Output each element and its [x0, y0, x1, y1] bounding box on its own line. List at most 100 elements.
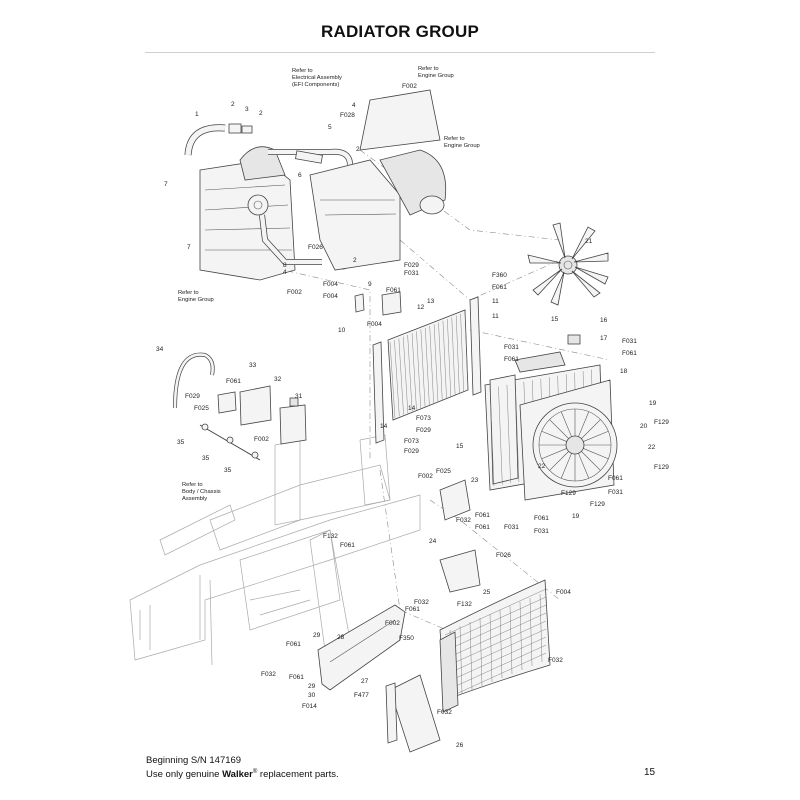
overflow-hose-34 — [173, 352, 261, 461]
callout-label: 22 — [538, 463, 546, 470]
callout-label: 24 — [429, 538, 437, 545]
callout-label: 33 — [249, 362, 257, 369]
cap-16 — [567, 334, 581, 345]
callout-label: F014 — [302, 703, 317, 710]
title-divider — [145, 52, 655, 53]
callout-label: 4 — [352, 102, 356, 109]
callout-label: F032 — [261, 671, 276, 678]
callout-label: F004 — [367, 321, 382, 328]
oil-cooler-core — [372, 296, 482, 444]
footer-notes: Beginning S/N 147169 Use only genuine Wa… — [146, 755, 339, 780]
note-engine-mid-l2: Engine Group — [444, 143, 480, 149]
callout-label: F061 — [289, 674, 304, 681]
reference-notes: Refer to Electrical Assembly (EFI Compon… — [178, 66, 480, 502]
hose-middle — [268, 148, 353, 166]
callout-label: F031 — [504, 344, 519, 351]
callout-label: F026 — [308, 244, 323, 251]
note-engine-mid-l1: Refer to — [444, 136, 465, 142]
callout-label: F002 — [402, 83, 417, 90]
callout-label: 19 — [572, 513, 580, 520]
note-body-l3: Assembly — [182, 496, 207, 502]
callout-label: 8 — [283, 262, 287, 269]
callout-label: F002 — [385, 620, 400, 627]
callout-label: F129 — [654, 419, 669, 426]
callout-label: F032 — [414, 599, 429, 606]
callout-label: 32 — [274, 376, 282, 383]
brand-name: Walker — [222, 768, 253, 780]
callout-label: F061 — [286, 641, 301, 648]
callout-label: 19 — [649, 400, 657, 407]
callout-label: F061 — [226, 378, 241, 385]
engine-shroud — [309, 89, 447, 271]
callout-label: F028 — [340, 112, 355, 119]
callout-label: 13 — [427, 298, 435, 305]
callout-label: F029 — [404, 448, 419, 455]
note-electrical-l2: Electrical Assembly — [292, 75, 342, 81]
tank-bracket-32 — [217, 385, 272, 426]
callout-label: 7 — [164, 181, 168, 188]
callout-label: F026 — [496, 552, 511, 559]
callout-label: F002 — [418, 473, 433, 480]
callout-label: F061 — [475, 524, 490, 531]
callout-label: F031 — [622, 338, 637, 345]
callout-label: 23 — [471, 477, 479, 484]
note-body-l2: Body / Chassis — [182, 489, 221, 495]
serial-note: Beginning S/N 147169 — [146, 755, 242, 766]
callout-label: 4 — [283, 269, 287, 276]
callout-label: F031 — [608, 489, 623, 496]
callout-label: F031 — [404, 270, 419, 277]
callout-label: 11 — [492, 298, 499, 305]
callout-label: F132 — [323, 533, 338, 540]
callout-label: 10 — [338, 327, 346, 334]
callout-label: 31 — [295, 393, 303, 400]
callout-label: F002 — [287, 289, 302, 296]
callout-label: 5 — [328, 124, 332, 131]
mounting-bracket-28 — [317, 604, 406, 691]
callout-label: F477 — [354, 692, 369, 699]
callout-label: F029 — [416, 427, 431, 434]
callout-label: 2 — [356, 146, 360, 153]
callout-label: 17 — [600, 335, 608, 342]
callout-label: F129 — [654, 464, 669, 471]
callout-label: 14 — [408, 405, 416, 412]
callout-label: F004 — [323, 281, 338, 288]
callout-label: F132 — [457, 601, 472, 608]
callout-label: F360 — [492, 272, 507, 279]
registered-mark: ® — [252, 768, 258, 775]
callout-label: F129 — [561, 490, 576, 497]
chassis-frame — [129, 434, 421, 666]
callout-label: 25 — [483, 589, 491, 596]
air-duct-24 — [439, 549, 481, 593]
callout-label: 20 — [640, 423, 648, 430]
electric-fan-20 — [519, 379, 618, 501]
callout-label: F032 — [437, 709, 452, 716]
callout-label: 14 — [380, 423, 388, 430]
note-electrical-l1: Refer to — [292, 68, 313, 74]
callout-label: F061 — [475, 512, 490, 519]
page-number: 15 — [644, 767, 656, 778]
callout-label: 35 — [177, 439, 185, 446]
note-suffix: replacement parts. — [257, 768, 339, 780]
air-duct-23 — [439, 479, 471, 521]
callout-label: 11 — [492, 313, 499, 320]
callout-label: 1 — [195, 111, 199, 118]
callout-label: 28 — [337, 634, 345, 641]
callout-label: F061 — [386, 287, 401, 294]
callout-label: 35 — [224, 467, 232, 474]
note-electrical-l3: (EFI Components) — [292, 82, 339, 88]
callout-label: 12 — [417, 304, 425, 311]
callout-label: 29 — [313, 632, 321, 639]
callout-label: F032 — [548, 657, 563, 664]
callout-label: F029 — [185, 393, 200, 400]
callout-label: 15 — [456, 443, 464, 450]
callout-label: 3 — [245, 106, 249, 113]
callout-label: F002 — [254, 436, 269, 443]
callout-label: F061 — [405, 606, 420, 613]
callout-label: F073 — [416, 415, 431, 422]
callout-label: F032 — [456, 517, 471, 524]
fan-blade-21 — [527, 222, 609, 306]
front-grille-25 — [439, 579, 551, 713]
callout-label: 16 — [600, 317, 608, 324]
